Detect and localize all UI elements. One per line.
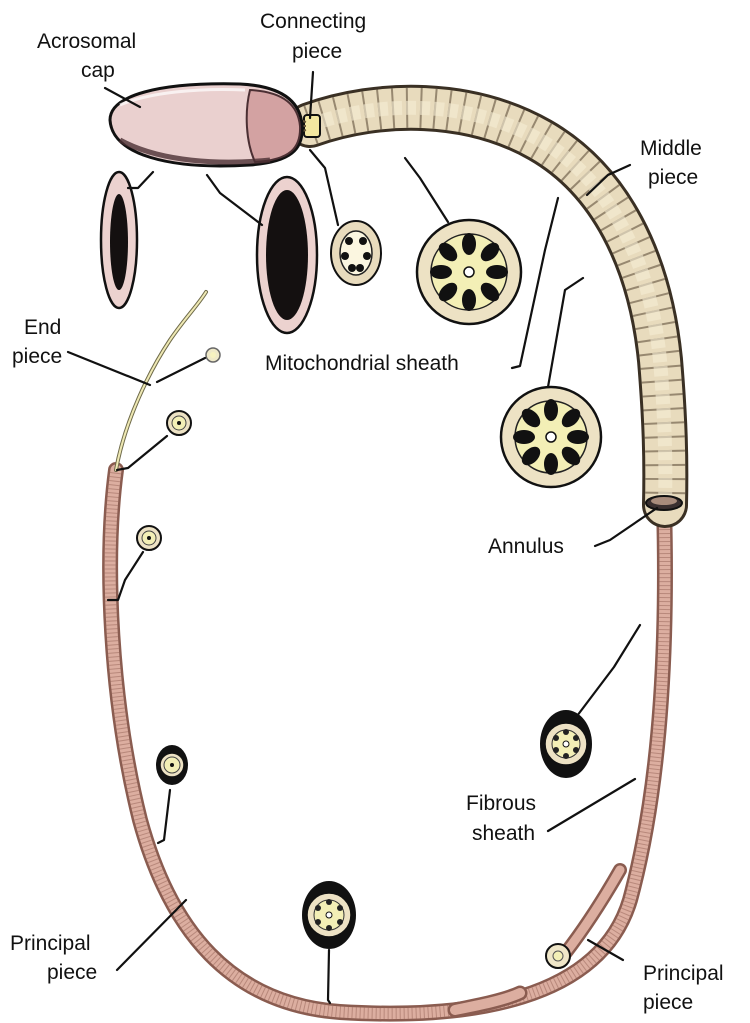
principal-piece-tail — [102, 462, 673, 1022]
tail-cross-section-3 — [136, 525, 162, 551]
mitochondrial-sheath-label: Mitochondrial sheath — [265, 352, 459, 375]
end-piece-cross-section — [205, 347, 221, 363]
fibrous-sheath-cross-section-bottom — [302, 881, 356, 949]
end-piece-tail — [114, 290, 208, 472]
fibrous-sheath-label: Fibrous sheath — [466, 792, 542, 845]
middle-piece — [287, 84, 689, 528]
annulus-ring — [645, 495, 683, 511]
middle-piece-label: Middle piece — [640, 137, 708, 189]
middle-piece-cross-section-upper — [415, 218, 523, 326]
principal-piece-cross-section-left — [156, 745, 188, 785]
head-cross-section-small — [99, 170, 139, 310]
connecting-piece-cross-section — [330, 220, 382, 286]
fibrous-sheath-cross-section-right — [540, 710, 592, 778]
head-cross-section-large — [255, 175, 319, 335]
leader-lines — [66, 70, 659, 1005]
tail-cross-section-2 — [166, 410, 192, 436]
end-piece-label: End piece — [12, 316, 67, 368]
connecting-piece-label: Connecting piece — [260, 10, 372, 63]
principal-piece-left-label: Principal piece — [10, 932, 97, 984]
acrosomal-cap-label: Acrosomal cap — [37, 30, 142, 82]
middle-piece-cross-section-lower — [499, 385, 603, 489]
sperm-head — [108, 82, 304, 168]
principal-piece-right-label: Principal piece — [643, 962, 729, 1014]
principal-piece-cut-end — [545, 943, 571, 969]
annulus-label: Annulus — [488, 535, 564, 558]
